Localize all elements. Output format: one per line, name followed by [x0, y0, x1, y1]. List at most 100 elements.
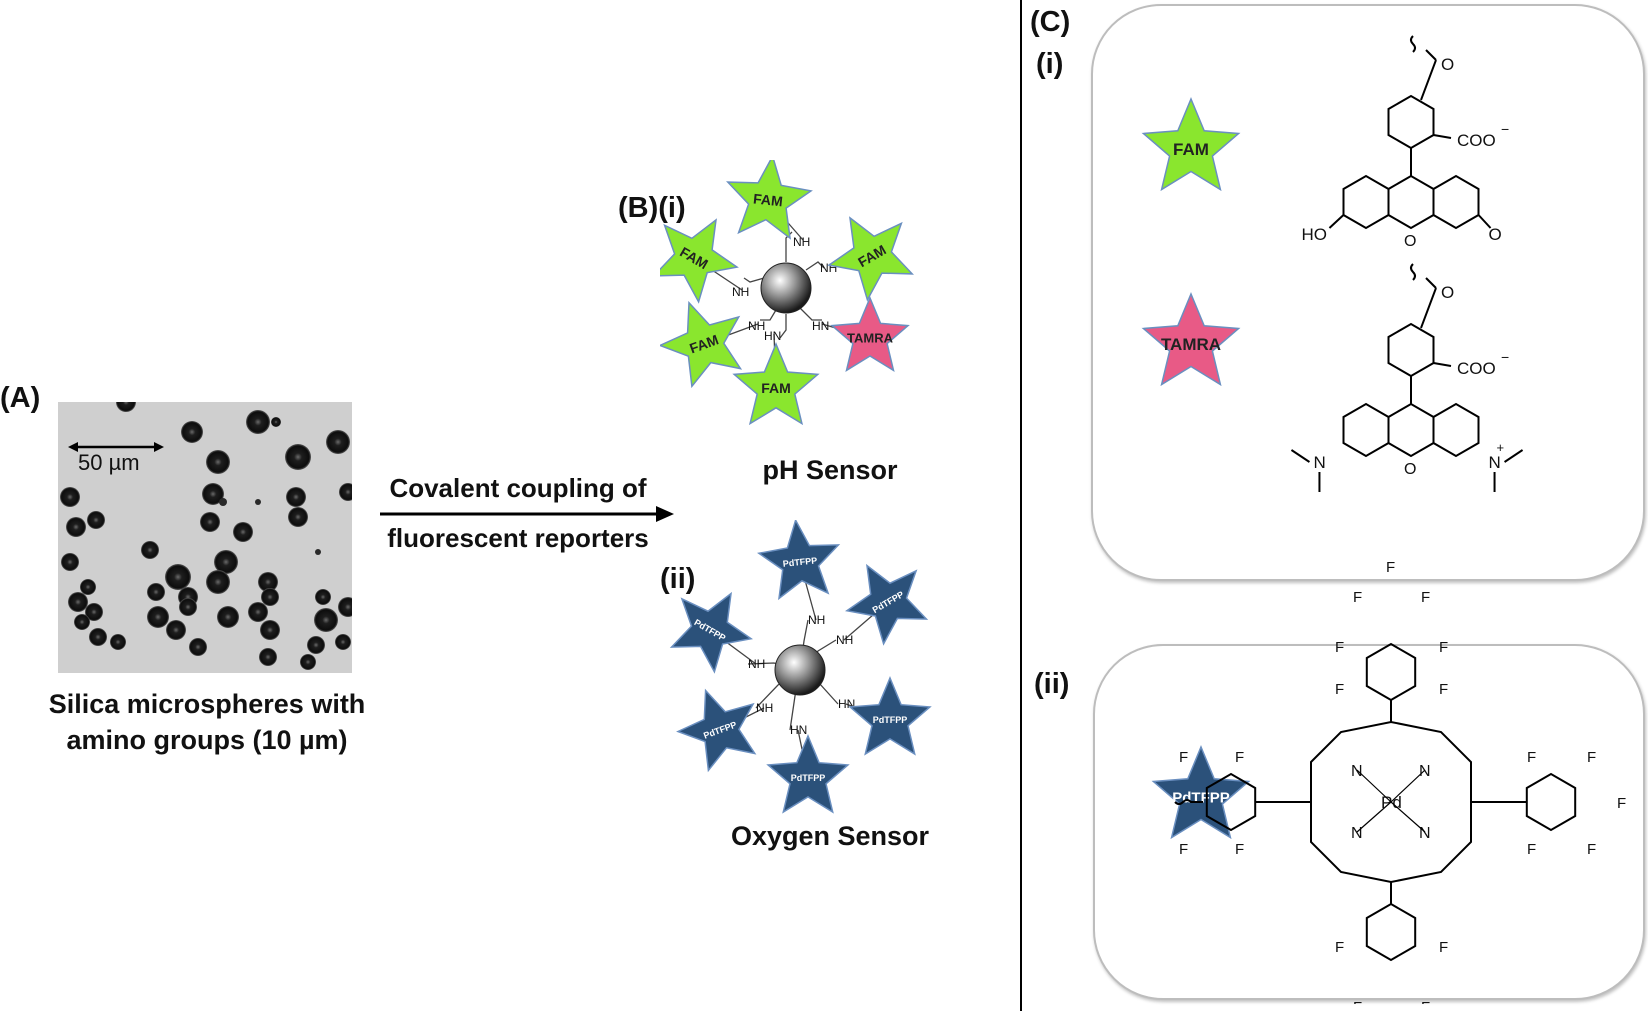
ring-bond [1205, 772, 1257, 832]
linker-chain [760, 309, 777, 321]
pdtfpp-star: PdTFPP [766, 734, 850, 814]
arrow-label-bottom: fluorescent reporters [387, 523, 649, 553]
ring-bond [1387, 174, 1435, 230]
microsphere [246, 410, 270, 434]
linker-chain [805, 261, 825, 271]
linker-label: NH [793, 235, 810, 249]
pdtfpp-legend-star-shape [1151, 745, 1251, 840]
oxygen-label: O [1404, 233, 1416, 250]
fluorine-label: F [1527, 749, 1536, 766]
fam-star: FAM [726, 160, 813, 240]
linker-label: NH [748, 657, 765, 671]
microsphere [271, 417, 281, 427]
microsphere [315, 589, 331, 605]
linker-label: NH [732, 285, 749, 299]
tamra-legend-star-shape [1141, 292, 1241, 387]
fam-star: FAM [732, 342, 820, 426]
panel-label-c-ii: (ii) [1034, 668, 1070, 700]
linker-label: HN [764, 329, 781, 343]
charge-label: − [1501, 121, 1509, 137]
pdtfpp-star: PdTFPP [676, 688, 757, 773]
bond [1477, 214, 1492, 229]
pdtfpp-star-shape [676, 688, 757, 773]
hydroxyl-label: HO [1301, 225, 1327, 244]
microsphere [85, 603, 103, 621]
ring-bond [1525, 772, 1577, 832]
nitrogen-label: N [1419, 763, 1431, 780]
tamra-star-label: TAMRA [847, 331, 894, 346]
arrow-label-top: Covalent coupling of [389, 473, 647, 503]
microsphere-small [219, 498, 227, 506]
oxygen-label: O [1489, 225, 1502, 244]
silica-sphere [760, 262, 812, 314]
microsphere [147, 583, 165, 601]
fam-star-shape [732, 342, 820, 426]
process-arrow [380, 506, 674, 522]
linker-label: HN [812, 319, 829, 333]
pdtfpp-star: PdTFPP [669, 591, 754, 674]
coordination-bond [1390, 801, 1426, 833]
fluorine-label: F [1179, 749, 1188, 766]
fam-legend-star: FAM [1141, 97, 1241, 192]
ring-bond [1365, 902, 1417, 962]
ring-bond [1432, 174, 1480, 230]
linker-label: NH [836, 633, 853, 647]
pdtfpp-star-label: PdTFPP [791, 773, 826, 783]
microsphere [258, 572, 278, 592]
fam-star-shape [726, 160, 813, 240]
tamra-star-shape [830, 296, 910, 372]
microsphere [141, 541, 159, 559]
microsphere [202, 483, 224, 505]
pdtfpp-star-shape [844, 563, 929, 646]
bond [1425, 49, 1437, 61]
pdtfpp-star-shape [766, 734, 850, 814]
fluorine-label: F [1439, 681, 1448, 698]
microsphere [314, 608, 338, 632]
fam-star-label: FAM [752, 190, 783, 209]
charge-label: − [1501, 349, 1509, 365]
bond [1328, 214, 1345, 229]
tamra-legend-star: TAMRA [1141, 292, 1241, 387]
microsphere-small [315, 549, 321, 555]
micrograph-caption: Silica microspheres with amino groups (1… [22, 686, 392, 758]
microsphere [339, 483, 352, 501]
oxygen-sensor-diagram: NHNHNHHNNHHNPdTFPPPdTFPPPdTFPPPdTFPPPdTF… [669, 520, 932, 814]
fam-star: FAM [660, 218, 739, 304]
microsphere [300, 654, 316, 670]
microsphere [181, 421, 203, 443]
microsphere [89, 628, 107, 646]
microsphere [66, 517, 86, 537]
microsphere [165, 564, 191, 590]
panel-label-b: (B)(i) [618, 192, 686, 225]
microsphere [87, 511, 105, 529]
pdtfpp-star-label: PdTFPP [782, 555, 817, 569]
pdtfpp-legend-star: PdTFPP [1151, 745, 1251, 840]
fam-star-shape [827, 216, 914, 302]
fluorine-label: F [1439, 939, 1448, 956]
microsphere [116, 402, 136, 412]
bond [1420, 287, 1437, 329]
carboxylate-label: COO [1457, 359, 1496, 378]
panel-divider [1020, 0, 1022, 1011]
pdtfpp-star: PdTFPP [844, 563, 929, 646]
coordination-bond [1356, 801, 1392, 833]
ring-bond [1387, 94, 1435, 150]
microsphere [248, 602, 268, 622]
fluorine-label: F [1587, 841, 1596, 858]
bond [1420, 59, 1437, 101]
nitrogen-label: N [1351, 825, 1363, 842]
microsphere [261, 588, 279, 606]
oxygen-label: O [1441, 55, 1454, 74]
nitrogen-label: N [1419, 825, 1431, 842]
silica-sphere [774, 644, 826, 696]
microsphere [217, 606, 239, 628]
ph-sensor-caption: pH Sensor [762, 455, 898, 485]
panel-label-a: (A) [0, 382, 41, 414]
pdtfpp-star-label: PdTFPP [873, 715, 908, 725]
ring-bond [1342, 174, 1390, 230]
fluorine-label: F [1421, 589, 1430, 606]
microsphere [166, 620, 186, 640]
linker-label: NH [808, 613, 825, 627]
fluorine-label: F [1439, 639, 1448, 656]
microsphere [206, 570, 230, 594]
